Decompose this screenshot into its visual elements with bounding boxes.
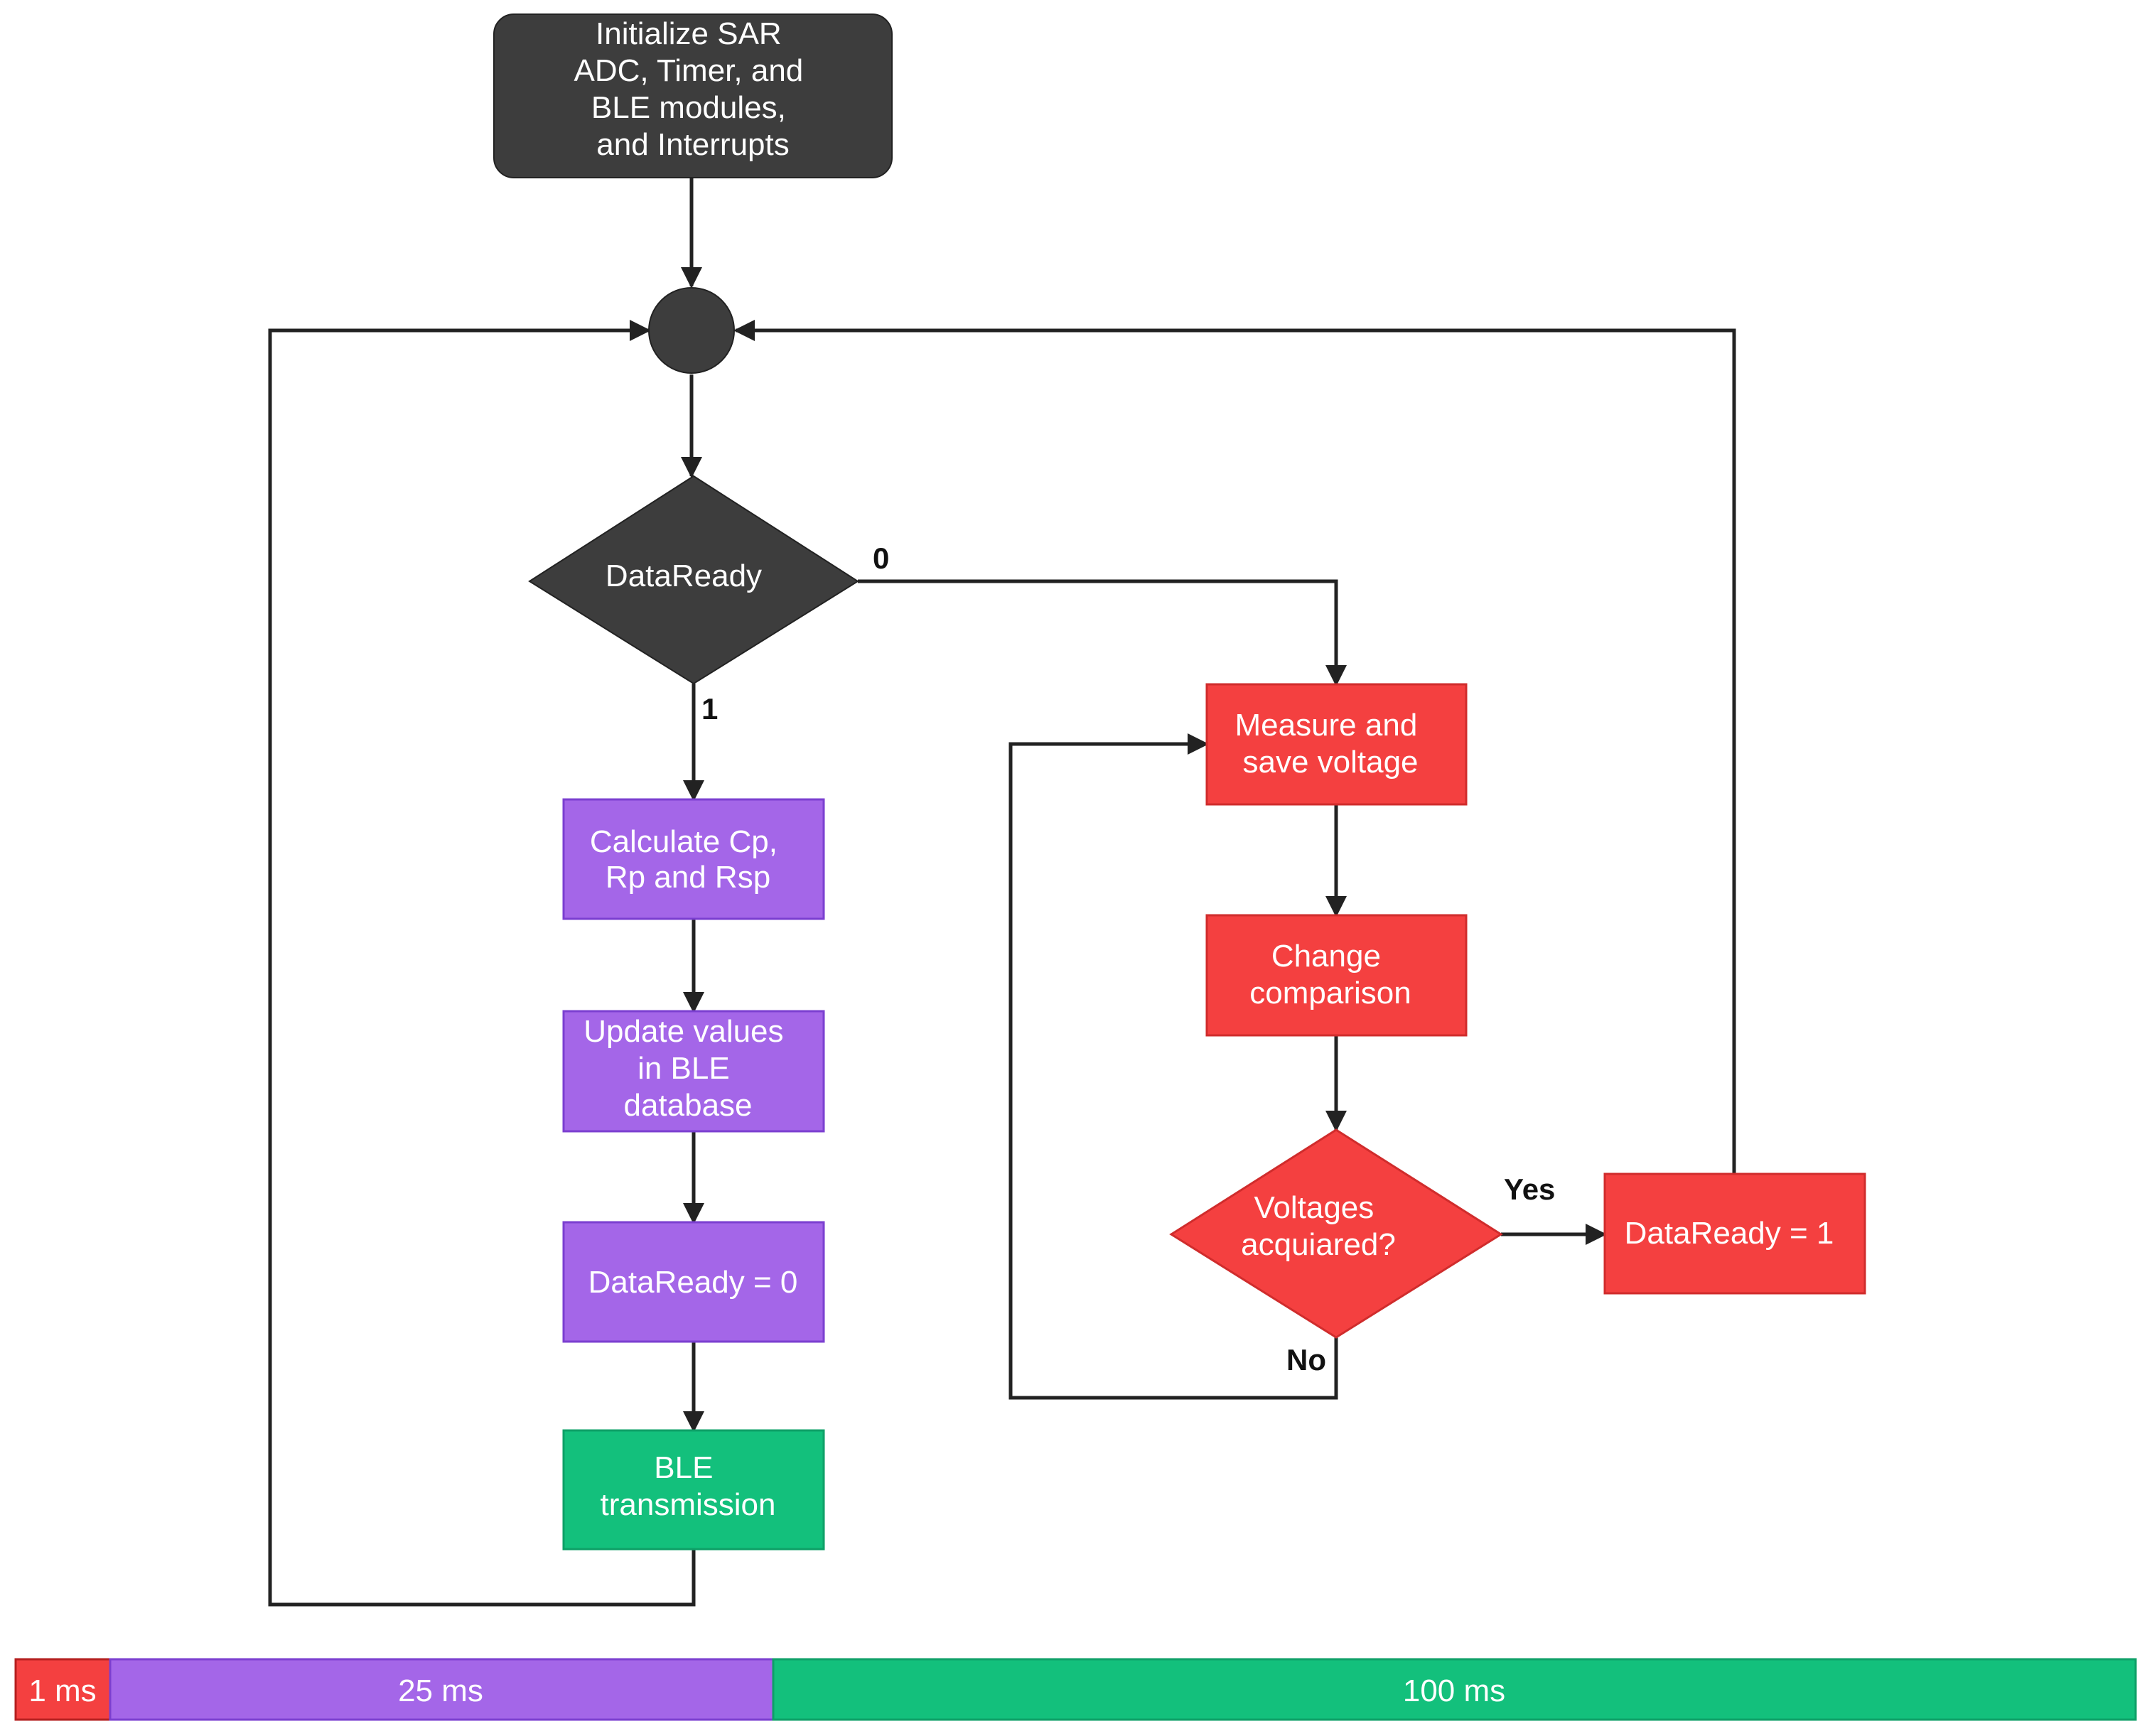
edge-label-no: No xyxy=(1286,1343,1326,1376)
measure-label: Measure and save voltage xyxy=(1234,708,1426,780)
change-label: Change comparison xyxy=(1249,939,1411,1010)
edge-label-yes: Yes xyxy=(1504,1172,1555,1206)
setone-label: DataReady = 1 xyxy=(1625,1216,1834,1251)
update-label-line: database xyxy=(623,1088,752,1123)
connectors xyxy=(268,178,1736,1607)
measure-label-line: Measure and xyxy=(1234,708,1417,743)
dataready-decision xyxy=(528,475,859,685)
voltages-decision-label-line: Voltages xyxy=(1254,1190,1374,1225)
ble-transmission-block xyxy=(562,1429,825,1551)
update-label-line: in BLE xyxy=(637,1051,730,1086)
voltages-decision xyxy=(1169,1128,1503,1339)
arrow-setone-loop-to-junction xyxy=(733,320,1736,1174)
measure-label-line: save voltage xyxy=(1242,745,1418,780)
dataready-decision-label: DataReady xyxy=(606,559,762,593)
update-block xyxy=(562,1010,825,1133)
init-block xyxy=(493,14,893,178)
calculate-label-line: Calculate Cp, xyxy=(590,824,778,859)
update-label-line: Update values xyxy=(583,1014,783,1049)
init-label-line: ADC, Timer, and xyxy=(574,53,803,88)
setone-block xyxy=(1603,1172,1866,1295)
edge-label-one: 1 xyxy=(701,692,718,726)
ble-transmission-label: BLE transmission xyxy=(601,1450,776,1522)
calculate-label: Calculate Cp, Rp and Rsp xyxy=(590,824,786,895)
update-label: Update values in BLE database xyxy=(583,1014,792,1123)
voltages-decision-label: Voltages acquiared? xyxy=(1241,1190,1396,1262)
measure-block xyxy=(1205,683,1468,806)
timeline-segment-100ms xyxy=(772,1658,2137,1721)
arrow-voltages-no-loop-to-measure xyxy=(1008,733,1338,1400)
voltages-decision-label-line: acquiared? xyxy=(1241,1227,1396,1262)
calculate-block xyxy=(562,798,825,920)
ble-transmission-label-line: BLE xyxy=(654,1450,713,1485)
init-label-line: and Interrupts xyxy=(596,127,790,162)
arrow-decision-zero-to-measure xyxy=(858,579,1347,686)
timeline-segment-25ms xyxy=(109,1658,775,1721)
init-label-line: Initialize SAR xyxy=(596,16,782,51)
timeline-label-1ms: 1 ms xyxy=(28,1673,96,1708)
loop-junction xyxy=(648,287,735,374)
timeline-label-25ms: 25 ms xyxy=(398,1673,483,1708)
change-label-line: comparison xyxy=(1249,976,1411,1010)
ble-transmission-label-line: transmission xyxy=(601,1487,776,1522)
setzero-label: DataReady = 0 xyxy=(588,1265,798,1300)
timeline-label-100ms: 100 ms xyxy=(1403,1673,1505,1708)
change-label-line: Change xyxy=(1271,939,1381,974)
init-label: Initialize SAR ADC, Timer, and BLE modul… xyxy=(574,16,812,162)
calculate-label-line: Rp and Rsp xyxy=(606,860,770,895)
arrow-ble-loop-to-junction xyxy=(268,320,696,1607)
change-block xyxy=(1205,914,1468,1037)
init-label-line: BLE modules, xyxy=(591,90,786,125)
setzero-block xyxy=(562,1221,825,1343)
edge-label-zero: 0 xyxy=(873,541,889,575)
timeline-bar: 1 ms 25 ms 100 ms xyxy=(14,1658,2137,1721)
